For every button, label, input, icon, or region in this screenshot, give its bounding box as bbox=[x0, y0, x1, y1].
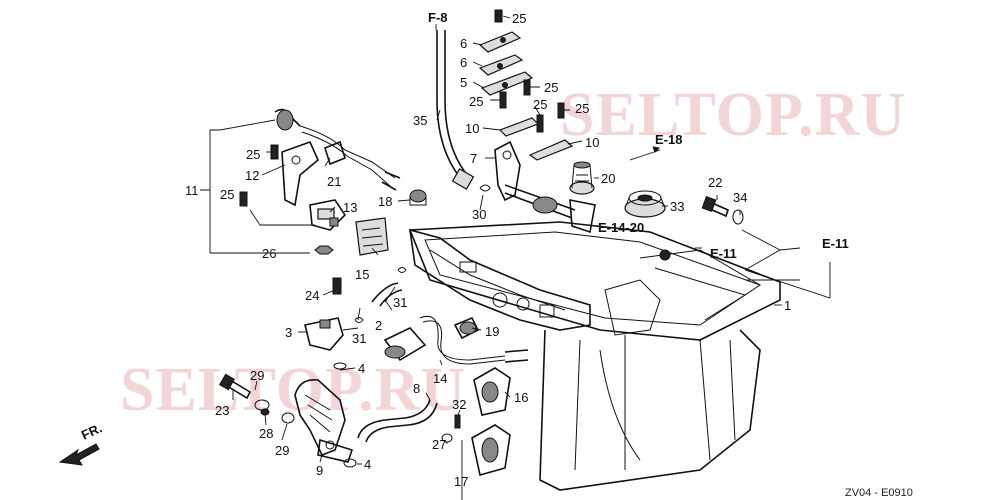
mount-16 bbox=[473, 367, 511, 416]
part-number: 6 bbox=[460, 36, 467, 51]
part-number: 3 bbox=[285, 325, 292, 340]
part-number: 5 bbox=[460, 75, 467, 90]
part-number: 7 bbox=[470, 151, 477, 166]
grommet-20 bbox=[569, 161, 595, 195]
shift-linkage bbox=[436, 9, 596, 234]
front-arrow: FR. bbox=[58, 420, 104, 466]
part-number: 25 bbox=[544, 80, 558, 95]
part-number: 8 bbox=[413, 381, 420, 396]
part-number: 30 bbox=[472, 207, 486, 222]
bolt-22 bbox=[701, 196, 744, 225]
part-number: 14 bbox=[433, 371, 447, 386]
part-number: 25 bbox=[246, 147, 260, 162]
extension-case bbox=[408, 221, 781, 491]
part-number: 25 bbox=[575, 101, 589, 116]
ref-e14-20: E-14-20 bbox=[598, 220, 644, 235]
part-number: 22 bbox=[708, 175, 722, 190]
part-number: 33 bbox=[670, 199, 684, 214]
ref-e18: E-18 bbox=[655, 132, 682, 147]
valve-3 bbox=[304, 277, 359, 370]
part-number: 4 bbox=[364, 457, 371, 472]
part-number: 27 bbox=[432, 437, 446, 452]
seal-33 bbox=[624, 190, 666, 218]
part-number: 23 bbox=[215, 403, 229, 418]
ref-f8: F-8 bbox=[428, 10, 448, 25]
plug-18 bbox=[409, 189, 427, 206]
part-number: 10 bbox=[465, 121, 479, 136]
part-number: 32 bbox=[452, 397, 466, 412]
part-number: 12 bbox=[245, 168, 259, 183]
switch-14 bbox=[383, 315, 529, 365]
part-number: 17 bbox=[454, 474, 468, 489]
hose-2 bbox=[354, 267, 407, 323]
part-number: 16 bbox=[514, 390, 528, 405]
part-number: 10 bbox=[585, 135, 599, 150]
mount-17 bbox=[471, 424, 511, 476]
diagram-code: ZV04 - E0910 bbox=[845, 487, 913, 499]
part-labels: 1 2 3 4 4 5 6 6 7 8 9 10 10 11 12 13 14 … bbox=[185, 11, 791, 489]
watermark-bottom: SELTOP.RU bbox=[120, 356, 466, 424]
part-number: 25 bbox=[533, 97, 547, 112]
part-number: 24 bbox=[305, 288, 319, 303]
part-number: 9 bbox=[316, 463, 323, 478]
part-number: 18 bbox=[378, 194, 392, 209]
part-number: 28 bbox=[259, 426, 273, 441]
hose-8 bbox=[357, 399, 438, 443]
part-number: 21 bbox=[327, 174, 341, 189]
leader-lines bbox=[200, 15, 831, 500]
part-number: 35 bbox=[413, 113, 427, 128]
part-number: 2 bbox=[375, 318, 382, 333]
part-number: 15 bbox=[355, 267, 369, 282]
part-number: 29 bbox=[250, 368, 264, 383]
part-number: 25 bbox=[220, 187, 234, 202]
part-number: 19 bbox=[485, 324, 499, 339]
part-number: 25 bbox=[469, 94, 483, 109]
part-number: 1 bbox=[784, 298, 791, 313]
part-number: 25 bbox=[512, 11, 526, 26]
part-number: 13 bbox=[343, 200, 357, 215]
part-number: 31 bbox=[352, 331, 366, 346]
part-number: 20 bbox=[601, 171, 615, 186]
front-label: FR. bbox=[79, 420, 104, 442]
part-number: 11 bbox=[185, 183, 199, 198]
part-number: 29 bbox=[275, 443, 289, 458]
bracket-9 bbox=[218, 373, 357, 468]
watermark-top: SELTOP.RU bbox=[560, 81, 906, 149]
part-number: 26 bbox=[262, 246, 276, 261]
part-number: 34 bbox=[733, 190, 747, 205]
part-number: 6 bbox=[460, 55, 467, 70]
pad-15 bbox=[355, 217, 389, 256]
ref-e11-outer: E-11 bbox=[822, 236, 849, 251]
cable-bracket-group bbox=[239, 108, 401, 255]
reference-callouts: F-8 E-18 E-14-20 E-11 E-11 bbox=[428, 10, 849, 261]
part-number: 4 bbox=[358, 361, 365, 376]
part-number: 31 bbox=[393, 295, 407, 310]
ref-e11-inner: E-11 bbox=[710, 246, 737, 261]
